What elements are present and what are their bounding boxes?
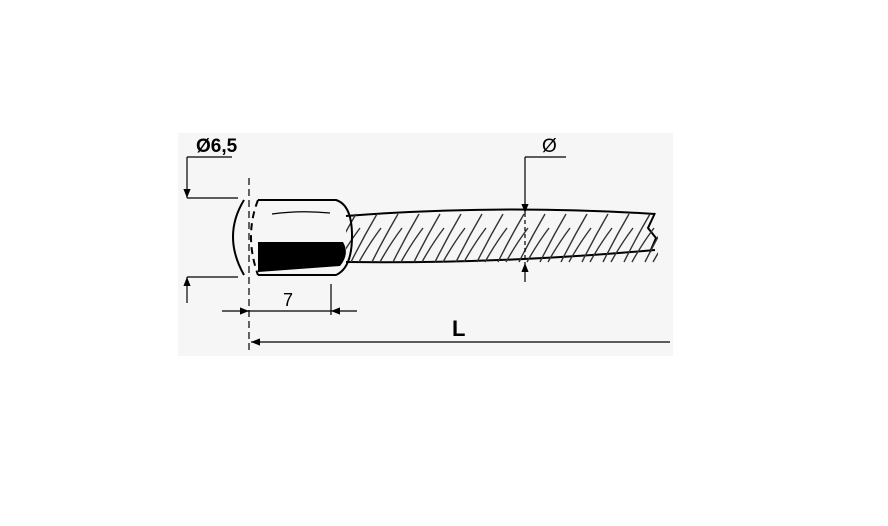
cable-strand — [442, 227, 466, 263]
cable-strand — [547, 227, 571, 263]
cable-strand — [518, 213, 546, 263]
head-diameter-label: Ø6,5 — [196, 136, 238, 157]
cable-strand — [434, 213, 462, 263]
cable-strand — [497, 213, 525, 263]
cable-strand — [539, 213, 567, 263]
cable-strand — [358, 227, 382, 263]
cable-strand — [476, 213, 504, 263]
cable-strand — [346, 227, 361, 250]
cable-strand — [623, 213, 651, 263]
total-length-label: L — [452, 316, 465, 341]
cable-strand — [350, 213, 378, 263]
cable-strand — [560, 213, 588, 263]
cable-strand — [413, 213, 441, 263]
cable-strand — [392, 213, 420, 263]
cable-strand — [581, 213, 609, 263]
cable-strand — [505, 227, 529, 263]
cable-strand — [371, 213, 399, 263]
cable-strand — [346, 213, 357, 234]
head-length-label: 7 — [283, 290, 293, 310]
drawing-background — [178, 133, 673, 356]
cable-strand — [379, 227, 403, 263]
cable-strand — [602, 213, 630, 263]
cable-strand — [455, 213, 483, 263]
head-diameter-dimension: Ø6,5 — [183, 136, 238, 303]
twisted-cable — [345, 208, 696, 264]
cable-strand — [589, 227, 613, 263]
cable-strand — [526, 227, 550, 263]
cable-strand — [400, 227, 424, 263]
cable-strand — [421, 227, 445, 263]
head-length-dimension: 7 — [222, 284, 357, 315]
cable-strand — [484, 227, 508, 263]
cable-strand — [674, 228, 696, 262]
cable-strand — [463, 227, 487, 263]
cable-strand — [568, 227, 592, 263]
cable-strand — [652, 251, 658, 263]
cable-diameter-dimension: Ø — [521, 136, 566, 282]
total-length-dimension: L — [251, 316, 670, 346]
cable-strand — [644, 235, 658, 263]
cable-diameter-label: Ø — [542, 136, 557, 157]
cable-strand — [631, 227, 655, 263]
cable-head — [232, 199, 354, 276]
cable-strand — [610, 227, 634, 263]
